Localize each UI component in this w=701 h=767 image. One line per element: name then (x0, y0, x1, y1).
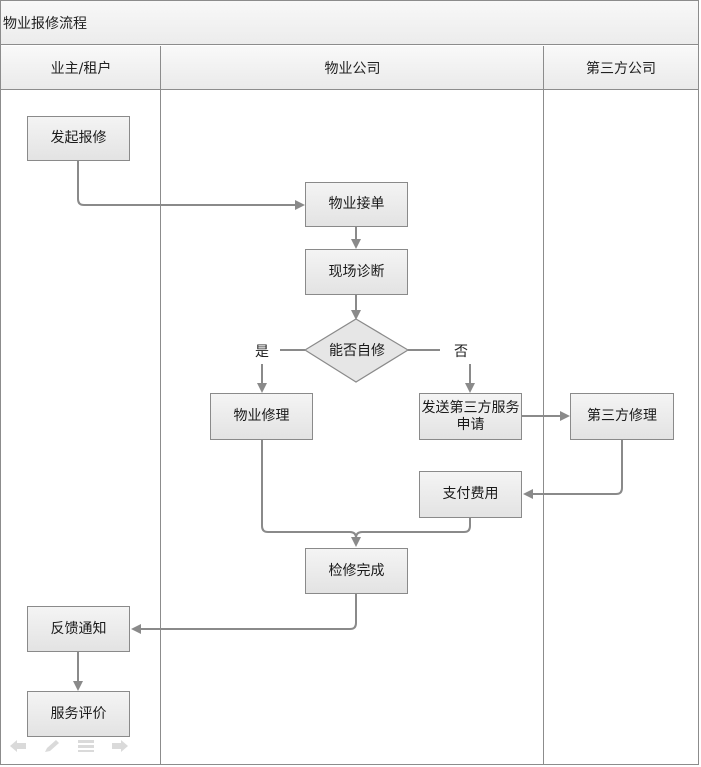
branch-no-label: 否 (454, 344, 468, 360)
node-property-accept[interactable]: 物业接单 (305, 182, 408, 227)
node-service-review[interactable]: 服务评价 (27, 691, 130, 737)
diagram-title-bar: 物业报修流程 (1, 1, 698, 45)
node-pay-fee[interactable]: 支付费用 (419, 471, 522, 518)
node-start-repair[interactable]: 发起报修 (27, 116, 130, 161)
node-feedback-notice[interactable]: 反馈通知 (27, 606, 130, 652)
branch-yes-label: 是 (255, 344, 269, 360)
arrow-left-icon[interactable] (8, 738, 28, 754)
node-onsite-diagnosis[interactable]: 现场诊断 (305, 249, 408, 295)
lane-header-property: 物业公司 (161, 46, 544, 90)
arrow-right-icon[interactable] (110, 738, 130, 754)
node-send-third-party[interactable]: 发送第三方服务 申请 (419, 393, 522, 440)
lane-divider (160, 46, 161, 765)
node-send-third-party-line1: 发送第三方服务 (421, 399, 520, 416)
diagram-title: 物业报修流程 (3, 16, 87, 32)
decision-label: 能否自修 (329, 343, 385, 359)
lane-divider (543, 46, 544, 765)
node-property-repair[interactable]: 物业修理 (210, 393, 313, 440)
node-repair-done[interactable]: 检修完成 (305, 548, 408, 594)
lane-header-third-party: 第三方公司 (544, 46, 698, 90)
bottom-toolbar (8, 738, 130, 756)
menu-icon[interactable] (76, 738, 96, 754)
node-third-party-repair[interactable]: 第三方修理 (570, 393, 674, 440)
node-send-third-party-line2: 申请 (456, 416, 485, 433)
pen-icon[interactable] (42, 738, 62, 754)
lane-header-owner: 业主/租户 (1, 46, 161, 90)
